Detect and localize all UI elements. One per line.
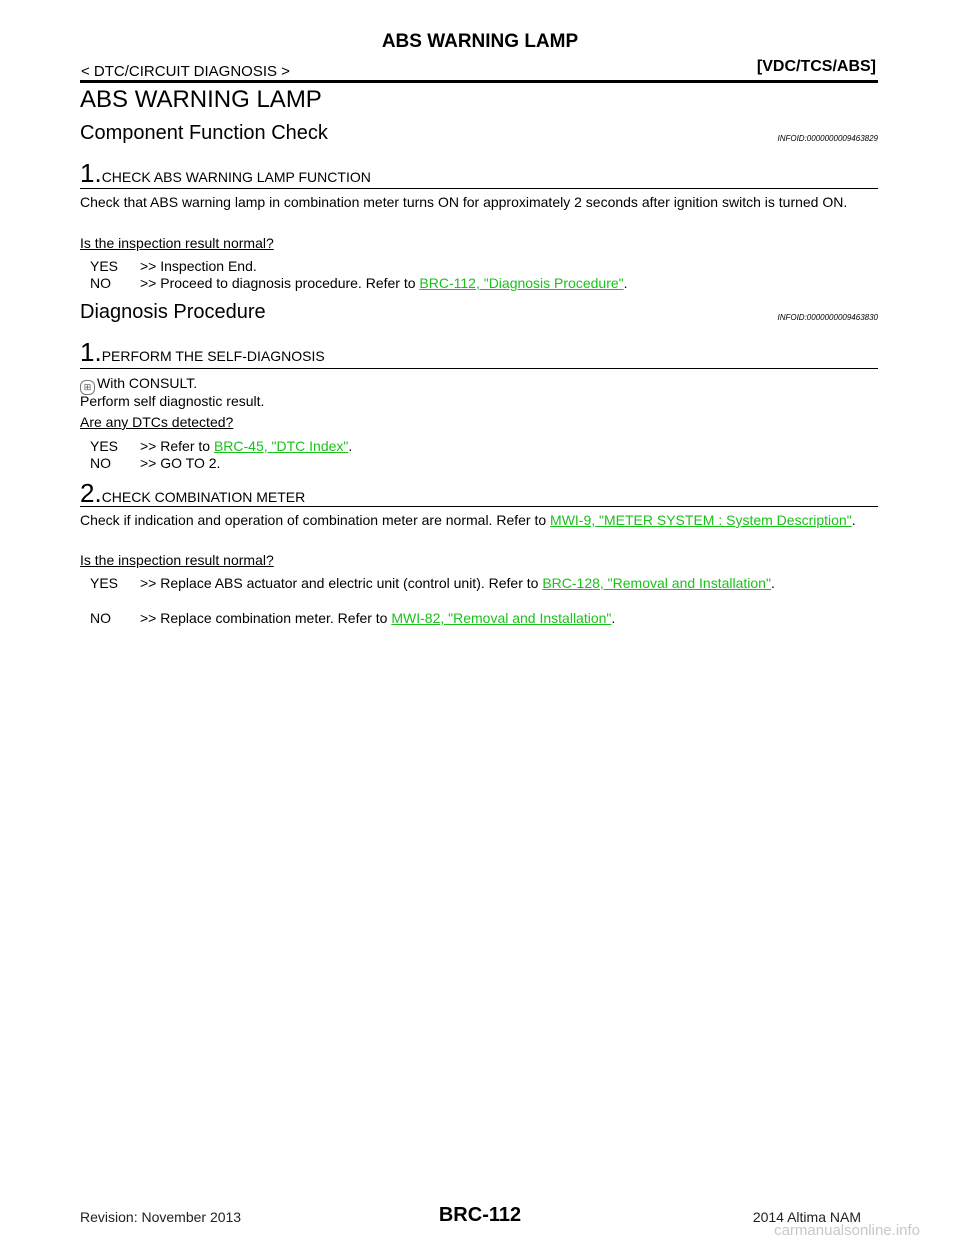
answer-yes: YES >> Refer to BRC-45, "DTC Index". [90, 438, 352, 455]
breadcrumb: < DTC/CIRCUIT DIAGNOSIS > [81, 63, 290, 80]
answer-text: >> Inspection End. [140, 258, 257, 274]
answer-text: >> Proceed to diagnosis procedure. Refer… [140, 275, 420, 291]
paragraph-suffix: . [851, 512, 856, 528]
question: Is the inspection result normal? [80, 552, 274, 568]
step-number: 1. [80, 337, 102, 367]
answer-suffix: . [348, 438, 353, 454]
question: Are any DTCs detected? [80, 414, 234, 430]
link-removal-installation-mwi[interactable]: MWI-82, "Removal and Installation" [391, 610, 612, 626]
no-label: NO [90, 610, 111, 626]
answer-no: NO >> Proceed to diagnosis procedure. Ref… [90, 275, 628, 292]
no-label: NO [90, 455, 111, 471]
header-rule [80, 80, 878, 83]
consult-text: With CONSULT. [97, 375, 198, 391]
step-heading: 2.CHECK COMBINATION METER [80, 478, 305, 509]
watermark: carmanualsonline.info [774, 1222, 920, 1239]
answer-yes: YES >> Inspection End. [90, 258, 257, 275]
step-rule [80, 188, 878, 189]
paragraph-text: Check if indication and operation of com… [80, 512, 551, 528]
step-number: 1. [80, 158, 102, 188]
infoid-label: INFOID:0000000009463829 [777, 134, 878, 143]
answer-no: NO >> Replace combination meter. Refer to… [90, 610, 615, 627]
paragraph: Check if indication and operation of com… [80, 512, 878, 529]
system-tag: [VDC/TCS/ABS] [756, 58, 876, 75]
link-meter-system[interactable]: MWI-9, "METER SYSTEM : System Descriptio… [550, 512, 852, 528]
link-diagnosis-procedure[interactable]: BRC-112, "Diagnosis Procedure" [419, 275, 624, 291]
page-number: BRC-112 [438, 1204, 522, 1226]
step-rule [80, 368, 878, 369]
answer-text: >> Replace combination meter. Refer to [140, 610, 392, 626]
answer-no: NO >> GO TO 2. [90, 455, 220, 472]
infoid-label: INFOID:0000000009463830 [777, 313, 878, 322]
answer-body: >> Replace ABS actuator and electric uni… [140, 575, 878, 592]
paragraph: Perform self diagnostic result. [80, 393, 265, 409]
consult-line: ⊞With CONSULT. [80, 375, 878, 395]
step-number: 2. [80, 478, 102, 508]
page-title: ABS WARNING LAMP [80, 86, 322, 113]
answer-suffix: . [770, 575, 775, 591]
yes-label: YES [90, 438, 119, 454]
step-title: CHECK COMBINATION METER [101, 489, 306, 505]
section-heading-function-check: Component Function Check [80, 122, 328, 144]
step-heading: 1.PERFORM THE SELF-DIAGNOSIS [80, 337, 325, 368]
section-heading-diagnosis-procedure: Diagnosis Procedure [80, 301, 266, 323]
link-removal-installation-brc[interactable]: BRC-128, "Removal and Installation" [542, 575, 771, 591]
step-heading: 1.CHECK ABS WARNING LAMP FUNCTION [80, 158, 371, 189]
step-title: CHECK ABS WARNING LAMP FUNCTION [101, 169, 371, 185]
answer-suffix: . [623, 275, 628, 291]
answer-yes: YES >> Replace ABS actuator and electric… [90, 575, 878, 592]
question: Is the inspection result normal? [80, 235, 274, 251]
yes-label: YES [90, 258, 119, 274]
yes-label: YES [90, 575, 119, 591]
revision-date: Revision: November 2013 [80, 1209, 242, 1225]
answer-text: >> GO TO 2. [140, 455, 221, 471]
step-title: PERFORM THE SELF-DIAGNOSIS [101, 348, 325, 364]
answer-text: >> Replace ABS actuator and electric uni… [140, 575, 543, 591]
consult-icon: ⊞ [80, 380, 95, 395]
answer-text: >> Refer to [140, 438, 214, 454]
link-dtc-index[interactable]: BRC-45, "DTC Index" [213, 438, 349, 454]
header-title: ABS WARNING LAMP [381, 31, 579, 52]
model-name: 2014 Altima NAM [752, 1209, 861, 1225]
step-rule [80, 506, 878, 507]
no-label: NO [90, 275, 111, 291]
answer-suffix: . [611, 610, 616, 626]
paragraph: Check that ABS warning lamp in combinati… [80, 194, 848, 210]
